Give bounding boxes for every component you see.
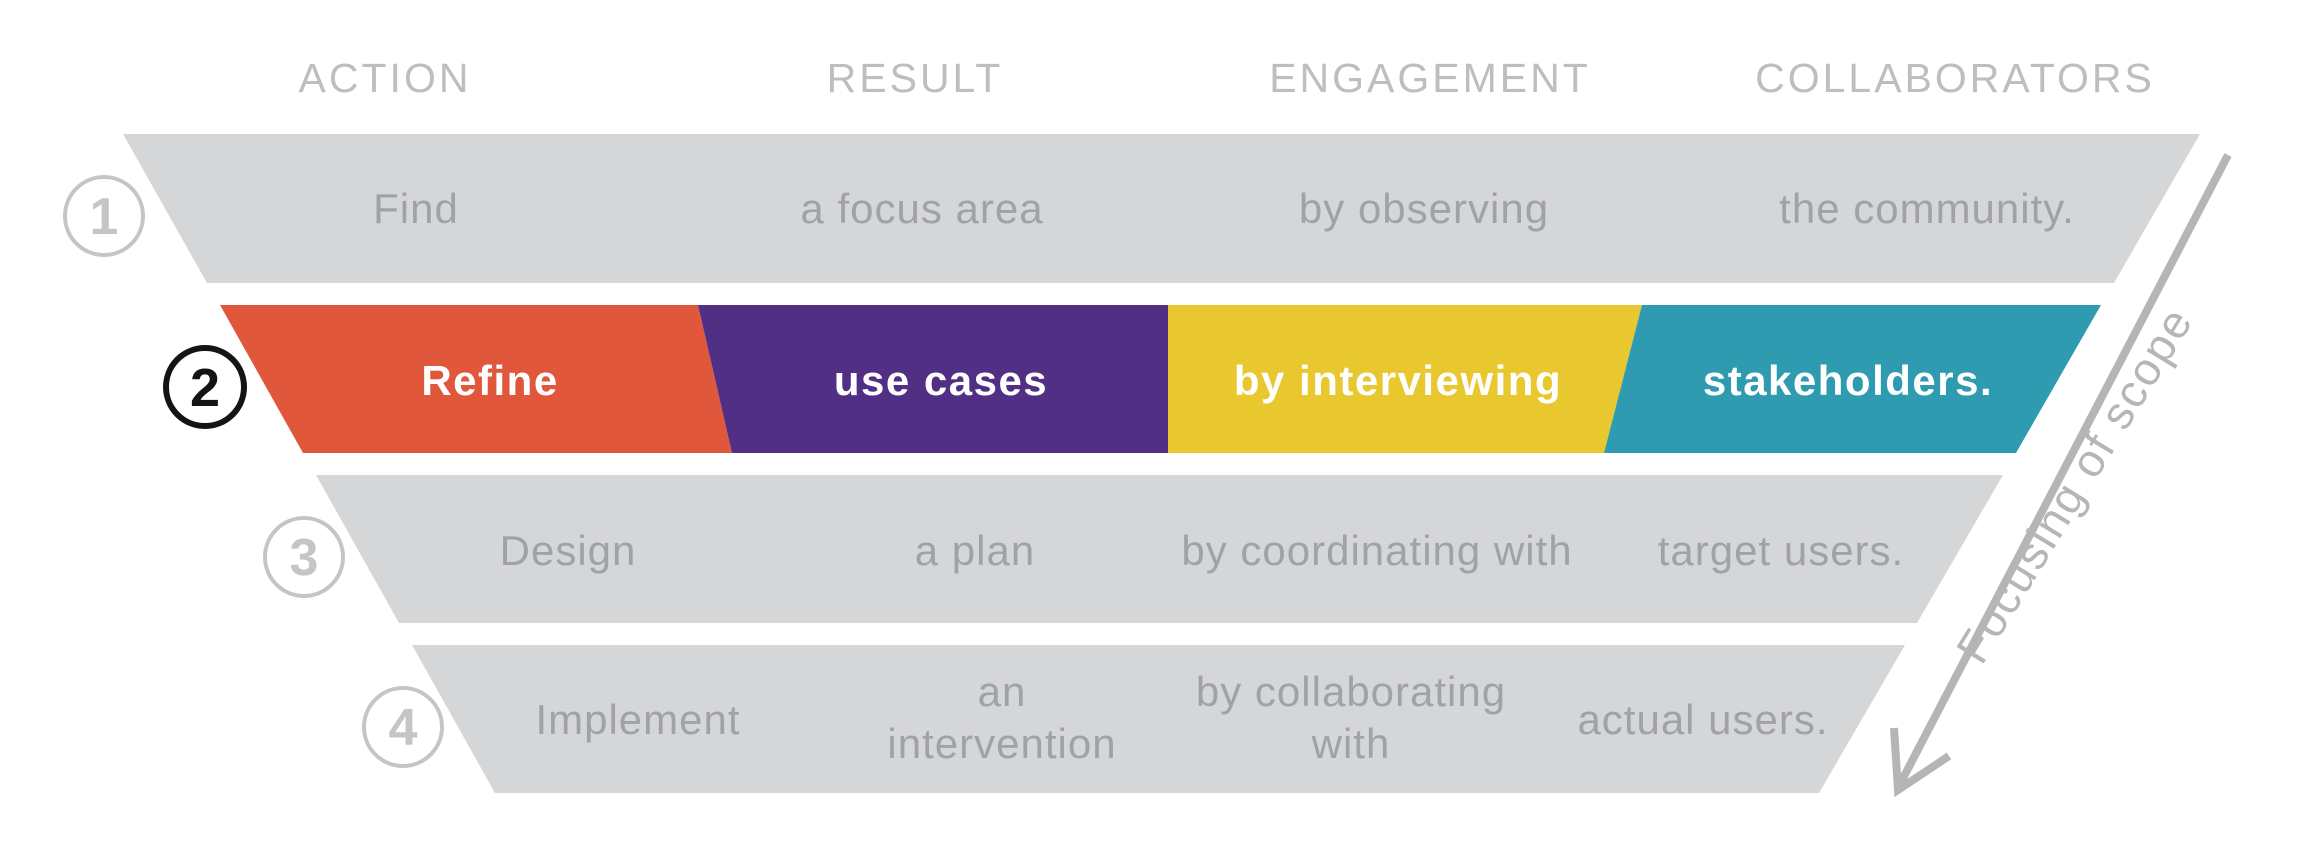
row-2-engagement-text: by interviewing [1234, 357, 1562, 404]
row-2-engagement-segment [1168, 305, 1642, 453]
step-3-circle [263, 516, 345, 598]
row-4-action-text: Implement [535, 696, 740, 743]
row-4-engagement-text-line1: by collaborating [1196, 668, 1506, 715]
funnel-row-2-highlighted: Refine use cases by interviewing stakeho… [220, 305, 2101, 453]
column-header-engagement: ENGAGEMENT [1269, 55, 1591, 101]
row-2-collaborators-text: stakeholders. [1703, 357, 1993, 404]
row-3-engagement-text: by coordinating with [1181, 527, 1572, 574]
row-4-result-text-line2: intervention [887, 720, 1116, 767]
step-2-circle [163, 345, 247, 429]
row-2-result-text: use cases [834, 357, 1048, 404]
row-3-result-text: a plan [915, 527, 1035, 574]
scope-arrow-head-icon [1890, 727, 1952, 798]
row-4-engagement-text-line2: with [1311, 720, 1391, 767]
step-3-number: 3 [290, 529, 319, 587]
row-1-band [123, 134, 2200, 283]
column-header-action: ACTION [299, 55, 472, 101]
step-4-number: 4 [389, 699, 418, 757]
row-2-action-segment [220, 305, 732, 453]
row-2-result-segment [698, 305, 1168, 453]
row-3-collaborators-text: target users. [1658, 527, 1904, 574]
funnel-row-4: Implement an intervention by collaborati… [412, 645, 1905, 793]
step-4-circle [362, 686, 444, 768]
row-1-result-text: a focus area [800, 185, 1043, 232]
row-1-action-text: Find [373, 185, 459, 232]
scope-arrow-line [1896, 153, 2232, 786]
column-header-collaborators: COLLABORATORS [1755, 55, 2155, 101]
row-4-result-text-line1: an [978, 668, 1027, 715]
step-1-circle [63, 175, 145, 257]
column-header-result: RESULT [827, 55, 1004, 101]
row-4-band [412, 645, 1905, 793]
step-1-number: 1 [90, 188, 119, 246]
row-3-action-text: Design [500, 527, 637, 574]
step-badges: 1 2 3 4 [63, 175, 444, 768]
row-2-collaborators-segment [1604, 305, 2101, 453]
row-1-collaborators-text: the community. [1779, 185, 2075, 232]
funnel-row-1: Find a focus area by observing the commu… [123, 134, 2200, 283]
row-3-band [316, 475, 2003, 623]
funnel-row-3: Design a plan by coordinating with targe… [316, 475, 2003, 623]
step-2-number: 2 [190, 358, 220, 418]
row-1-engagement-text: by observing [1299, 185, 1549, 232]
row-4-collaborators-text: actual users. [1577, 696, 1828, 743]
row-2-action-text: Refine [421, 357, 558, 404]
column-headers: ACTION RESULT ENGAGEMENT COLLABORATORS [299, 55, 2155, 101]
